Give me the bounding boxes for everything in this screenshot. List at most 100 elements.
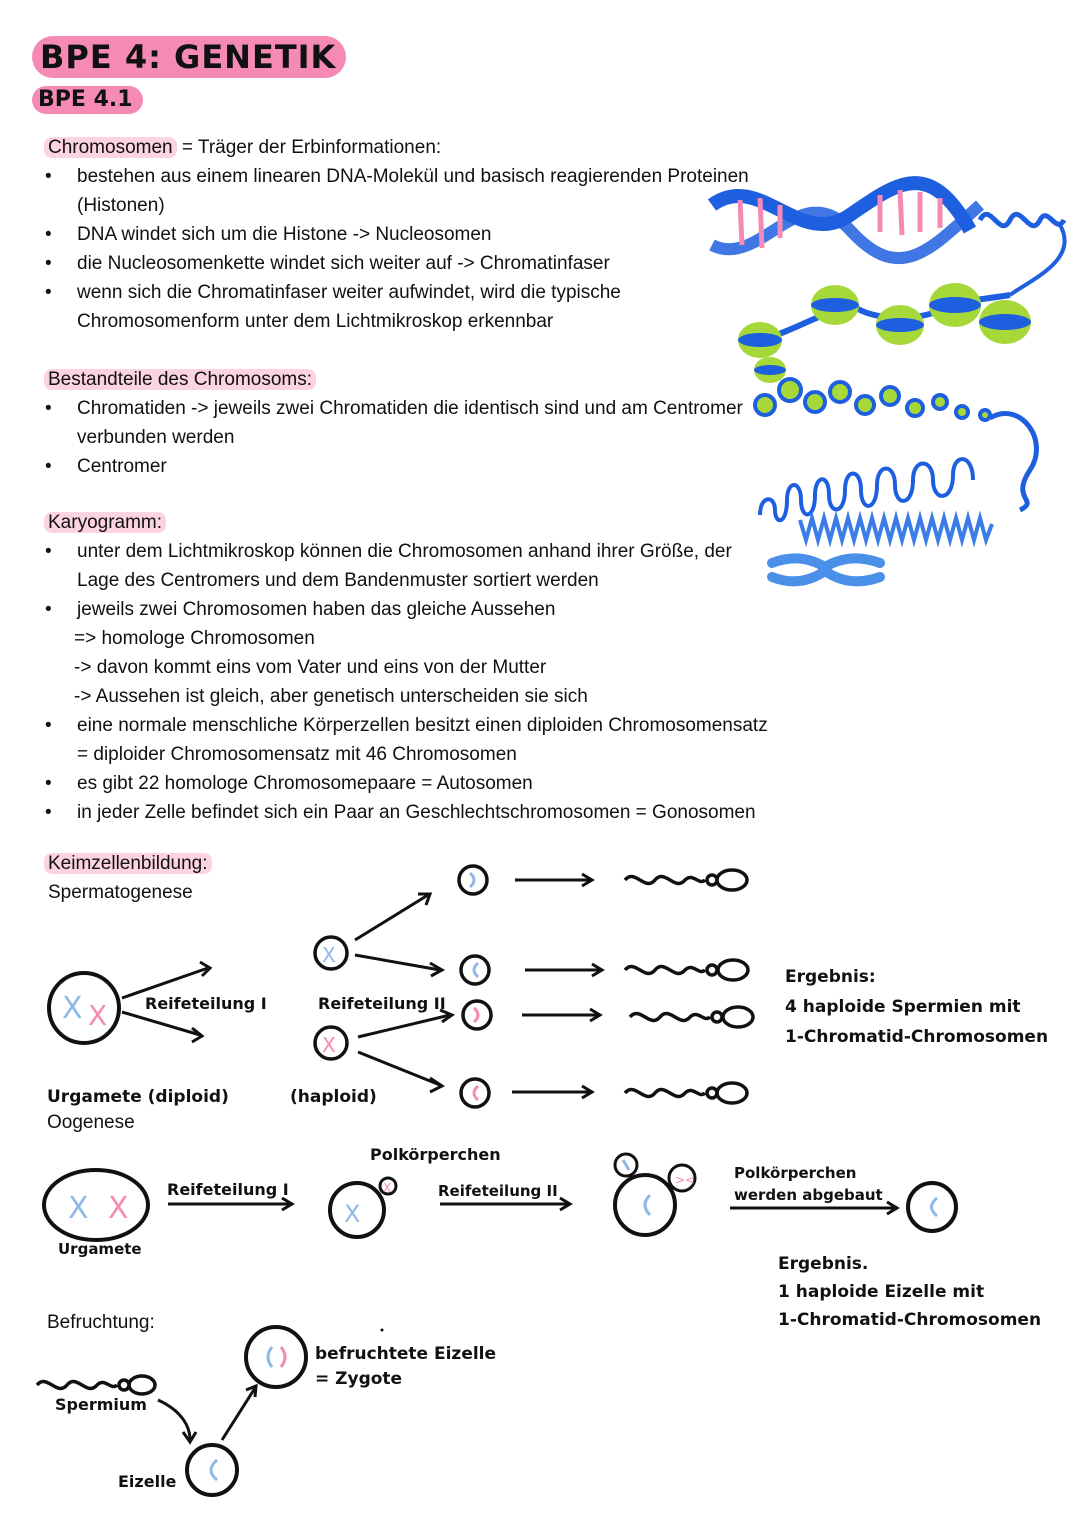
arrow-icon (157, 1383, 258, 1445)
chromosomen-section: Chromosomen = Träger der Erbinformatione… (44, 133, 768, 336)
oocyte-with-polar-bodies-icon: >< (613, 1152, 697, 1237)
chromosomen-heading: Chromosomen (44, 137, 177, 158)
egg-cell-icon (906, 1181, 958, 1233)
svg-text:X: X (88, 999, 107, 1032)
chromosome-icon (767, 553, 885, 587)
note-line: werden abgebaut (734, 1186, 883, 1204)
spermatogenese-label: Spermatogenese (48, 882, 193, 903)
karyogramm-bullets: unter dem Lichtmikroskop können die Chro… (45, 537, 788, 827)
note-line: Polkörperchen (734, 1164, 857, 1182)
oogenese-label: Oogenese (47, 1112, 135, 1133)
arrow-icon (354, 892, 456, 1094)
svg-text:><: >< (675, 1173, 695, 1187)
zygote-line: befruchtete Eizelle (315, 1344, 497, 1364)
svg-text:X: X (62, 991, 83, 1026)
list-item-sub: => homologe Chromosomen (74, 628, 315, 649)
sperm-icon (623, 1081, 749, 1105)
haploid-cell-icon (313, 935, 349, 971)
section-subtitle: BPE 4.1 (32, 86, 143, 114)
list-item: unter dem Lichtmikroskop können die Chro… (45, 537, 747, 595)
sperm-icon (623, 958, 750, 982)
result-line: 1-Chromatid-Chromosomen (778, 1310, 1042, 1330)
spermatid-icon (457, 864, 489, 896)
oogenese-result: Ergebnis. 1 haploide Eizelle mit 1-Chrom… (778, 1250, 1041, 1334)
reifeteilung-1-label: Reifeteilung I (145, 994, 267, 1013)
list-item: Chromatiden -> jeweils zwei Chromatiden … (45, 394, 762, 452)
arrow-icon (168, 1196, 900, 1216)
list-item-sub: = diploider Chromosomensatz mit 46 Chrom… (77, 744, 517, 765)
list-item: in jeder Zelle befindet sich ein Paar an… (45, 798, 788, 827)
karyogramm-heading: Karyogramm: (44, 512, 167, 533)
polkoerperchen-label: Polkörperchen (370, 1145, 501, 1164)
list-item-sub: -> Aussehen ist gleich, aber genetisch u… (74, 686, 588, 707)
zygote-label: befruchtete Eizelle = Zygote (315, 1342, 496, 1392)
svg-text:X: X (322, 943, 336, 967)
urgamete-cell-icon (42, 1168, 150, 1242)
sperm-icon (628, 1005, 755, 1029)
list-item: jeweils zwei Chromosomen haben das gleic… (45, 595, 788, 711)
arrow-icon (121, 960, 213, 1044)
urgamete-cell-icon (47, 971, 121, 1045)
chromosomen-heading-line: Chromosomen = Träger der Erbinformatione… (44, 133, 768, 162)
svg-text:X: X (68, 1191, 89, 1226)
spermium-label: Spermium (55, 1395, 147, 1414)
urgamete-diploid-label: Urgamete (diploid) (47, 1087, 229, 1107)
list-item-text: eine normale menschliche Körperzellen be… (77, 715, 768, 736)
result-line: 1 haploide Eizelle mit (778, 1282, 985, 1302)
bestandteile-bullets: Chromatiden -> jeweils zwei Chromatiden … (45, 394, 768, 481)
list-item: DNA windet sich um die Histone -> Nucleo… (45, 220, 768, 249)
bestandteile-section: Bestandteile des Chromosoms: Chromatiden… (44, 365, 768, 481)
haploid-label: (haploid) (290, 1087, 377, 1107)
arrow-icon (512, 872, 605, 1100)
svg-text:X: X (108, 1191, 129, 1226)
coiled-fiber-icon (758, 457, 994, 548)
chromosomen-bullets: bestehen aus einem linearen DNA-Molekül … (45, 162, 768, 336)
eizelle-label: Eizelle (118, 1472, 177, 1491)
chromatin-fiber-icon (753, 377, 1039, 513)
list-item: es gibt 22 homologe Chromosomepaare = Au… (45, 769, 788, 798)
bestandteile-heading: Bestandteile des Chromosoms: (44, 369, 317, 390)
page-title: BPE 4: GENETIK (32, 36, 347, 78)
chromosomen-heading-rest: = Träger der Erbinformationen: (176, 137, 442, 158)
list-item: die Nucleosomenkette windet sich weiter … (45, 249, 768, 278)
svg-text:X: X (344, 1200, 360, 1228)
list-item-sub: -> davon kommt eins vom Vater und eins v… (74, 657, 547, 678)
spermatid-icon (461, 999, 493, 1031)
result-label: Ergebnis. (778, 1254, 869, 1274)
double-helix-icon (707, 176, 1067, 297)
list-item: bestehen aus einem linearen DNA-Molekül … (45, 162, 749, 220)
result-line: 1-Chromatid-Chromosomen (785, 1027, 1049, 1047)
polkoerperchen-abgebaut-label: Polkörperchen werden abgebaut (734, 1162, 883, 1206)
zygote-icon (244, 1325, 308, 1389)
haploid-cell-icon (313, 1025, 349, 1061)
result-line: 4 haploide Spermien mit (785, 997, 1021, 1017)
result-label: Ergebnis: (785, 967, 876, 987)
list-item: wenn sich die Chromatinfaser weiter aufw… (45, 278, 677, 336)
sperm-icon (623, 868, 749, 892)
reifeteilung-2-label: Reifeteilung II (318, 994, 446, 1013)
urgamete-label: Urgamete (58, 1240, 142, 1258)
egg-cell-icon (185, 1443, 239, 1497)
spermatid-icon (459, 954, 491, 986)
keimzellen-heading-wrap: Keimzellenbildung: (44, 853, 212, 875)
oogenese-reifeteilung-2-label: Reifeteilung II (438, 1182, 558, 1200)
keimzellen-heading: Keimzellenbildung: (44, 853, 212, 874)
oocyte-with-polar-body-icon: X X (328, 1176, 398, 1239)
spermatogenese-result: Ergebnis: 4 haploide Spermien mit 1-Chro… (785, 962, 1048, 1052)
svg-text:X: X (322, 1033, 336, 1057)
karyogramm-section: Karyogramm: unter dem Lichtmikroskop kön… (44, 508, 788, 827)
oogenese-reifeteilung-1-label: Reifeteilung I (167, 1180, 289, 1199)
zygote-line: = Zygote (315, 1369, 403, 1389)
list-item: Centromer (45, 452, 768, 481)
list-item: eine normale menschliche Körperzellen be… (45, 711, 788, 769)
list-item-text: jeweils zwei Chromosomen haben das gleic… (77, 599, 556, 620)
spermatid-icon (459, 1077, 491, 1109)
sperm-icon (35, 1374, 157, 1396)
svg-text:X: X (383, 1181, 391, 1195)
befruchtung-heading: Befruchtung: (47, 1312, 155, 1333)
nucleosome-chain-icon (738, 283, 1031, 383)
